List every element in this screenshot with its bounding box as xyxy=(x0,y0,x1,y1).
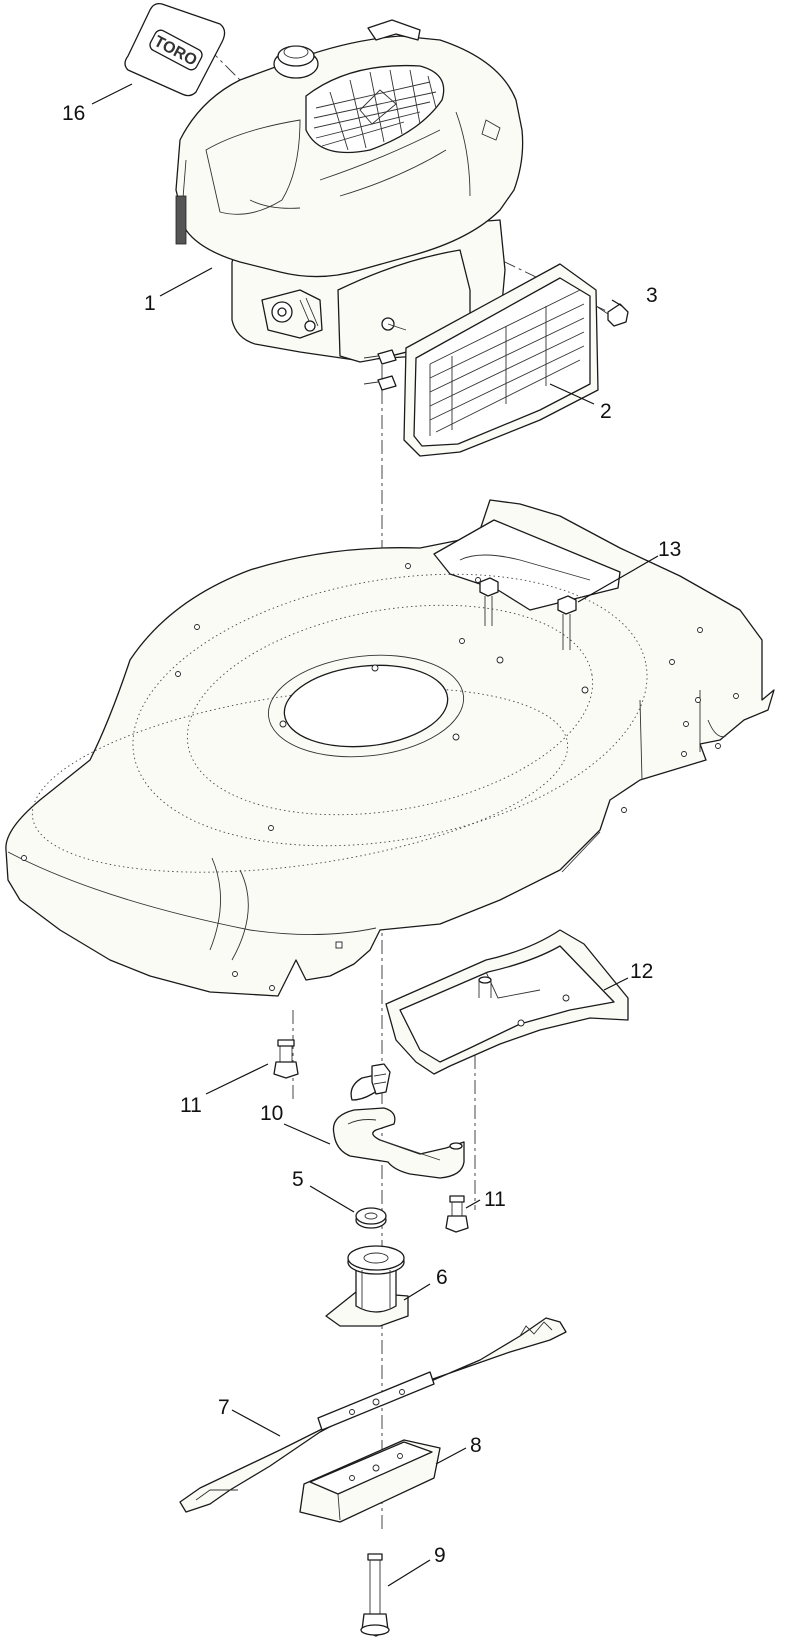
deck-holes xyxy=(21,563,739,991)
guard-slots xyxy=(429,289,585,436)
engine-grille-mesh xyxy=(313,69,437,151)
bolt-part-11-upper[interactable] xyxy=(273,1039,299,1079)
bolts-part-13[interactable] xyxy=(479,577,577,650)
callout-8: 8 xyxy=(470,1434,482,1457)
bolt-part-3[interactable] xyxy=(595,303,629,327)
callout-13: 13 xyxy=(658,538,681,561)
callout-labels: 16 1 3 2 13 12 11 10 11 5 6 7 8 9 xyxy=(62,102,681,1567)
callout-1: 1 xyxy=(144,292,156,315)
callout-16: 16 xyxy=(62,102,85,125)
baffle-part-12[interactable] xyxy=(385,929,629,1075)
callout-11-upper: 11 xyxy=(180,1094,202,1117)
engine-part-1[interactable] xyxy=(175,19,524,391)
callout-6: 6 xyxy=(436,1266,448,1289)
callout-5: 5 xyxy=(292,1168,304,1191)
adapter-hub-part-6[interactable] xyxy=(325,1245,409,1327)
engine-mount-bolts xyxy=(363,349,397,391)
callout-3: 3 xyxy=(646,284,658,307)
callout-10: 10 xyxy=(260,1102,283,1125)
callout-7: 7 xyxy=(218,1396,230,1419)
blade-bolt-part-9[interactable] xyxy=(360,1553,390,1637)
mower-deck[interactable] xyxy=(5,499,775,997)
callout-12: 12 xyxy=(630,960,653,983)
stiffener-part-8[interactable] xyxy=(299,1439,441,1523)
decal-part-16[interactable]: TORO xyxy=(124,2,226,97)
callout-9: 9 xyxy=(434,1544,446,1567)
callout-2: 2 xyxy=(600,400,612,423)
bolt-part-11-lower[interactable] xyxy=(445,1195,469,1233)
blade-part-7[interactable] xyxy=(179,1317,567,1513)
blade-adapter-part-10[interactable] xyxy=(332,1063,465,1179)
leader-lines xyxy=(91,83,659,1587)
callout-11-lower: 11 xyxy=(484,1188,506,1211)
washer-part-5[interactable] xyxy=(355,1207,387,1229)
muffler-guard-part-2[interactable] xyxy=(403,263,599,457)
